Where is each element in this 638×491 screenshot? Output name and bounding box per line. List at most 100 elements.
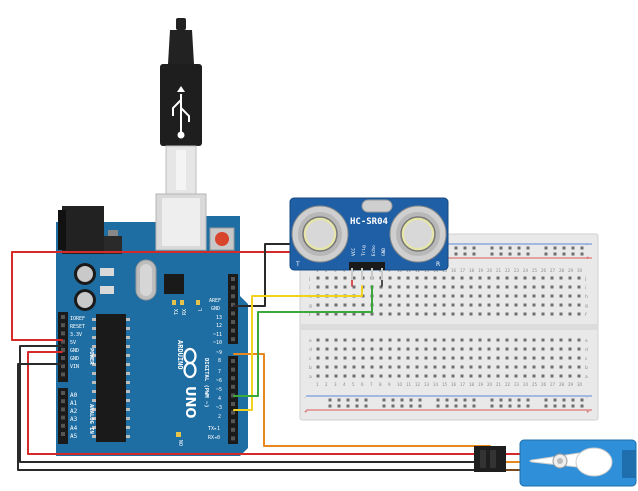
breadboard-hole[interactable] [352, 356, 356, 360]
breadboard-hole[interactable] [496, 294, 500, 298]
breadboard-hole[interactable] [379, 356, 383, 360]
breadboard-hole[interactable] [316, 338, 320, 342]
breadboard-hole[interactable] [388, 356, 392, 360]
breadboard-hole[interactable] [487, 303, 491, 307]
breadboard-hole[interactable] [505, 276, 509, 280]
breadboard-hole[interactable] [316, 356, 320, 360]
breadboard-hole[interactable] [442, 285, 446, 289]
breadboard-hole[interactable] [424, 365, 428, 369]
header-pin[interactable] [61, 399, 65, 404]
header-pin[interactable] [61, 391, 65, 395]
reset-button-cap[interactable] [215, 232, 229, 246]
header-pin[interactable] [231, 367, 235, 372]
breadboard-hole[interactable] [388, 276, 392, 280]
breadboard-hole[interactable] [568, 365, 572, 369]
breadboard-hole[interactable] [316, 365, 320, 369]
breadboard-hole[interactable] [550, 294, 554, 298]
breadboard-hole[interactable] [343, 303, 347, 307]
breadboard-hole[interactable] [433, 338, 437, 342]
breadboard-hole[interactable] [541, 356, 545, 360]
breadboard-hole[interactable] [370, 356, 374, 360]
rail-hole[interactable] [490, 404, 494, 408]
breadboard-hole[interactable] [532, 294, 536, 298]
header-pin[interactable] [61, 347, 65, 352]
rail-hole[interactable] [337, 398, 341, 402]
breadboard-hole[interactable] [379, 294, 383, 298]
breadboard-hole[interactable] [523, 312, 527, 316]
breadboard-hole[interactable] [334, 276, 338, 280]
rail-hole[interactable] [391, 398, 395, 402]
rail-hole[interactable] [463, 404, 467, 408]
breadboard-hole[interactable] [469, 312, 473, 316]
header-pin[interactable] [231, 294, 235, 299]
breadboard-hole[interactable] [433, 303, 437, 307]
breadboard-hole[interactable] [532, 338, 536, 342]
breadboard-hole[interactable] [568, 312, 572, 316]
breadboard-hole[interactable] [514, 294, 518, 298]
breadboard-hole[interactable] [334, 338, 338, 342]
breadboard-hole[interactable] [316, 312, 320, 316]
breadboard-hole[interactable] [388, 338, 392, 342]
breadboard-hole[interactable] [316, 285, 320, 289]
breadboard-hole[interactable] [577, 312, 581, 316]
breadboard-hole[interactable] [550, 338, 554, 342]
breadboard-hole[interactable] [451, 347, 455, 351]
breadboard-hole[interactable] [415, 347, 419, 351]
rail-hole[interactable] [499, 246, 503, 250]
breadboard-hole[interactable] [559, 312, 563, 316]
breadboard-hole[interactable] [325, 356, 329, 360]
breadboard-hole[interactable] [469, 276, 473, 280]
breadboard-hole[interactable] [541, 365, 545, 369]
breadboard-hole[interactable] [514, 374, 518, 378]
rail-hole[interactable] [463, 252, 467, 256]
breadboard-hole[interactable] [388, 285, 392, 289]
breadboard-hole[interactable] [397, 374, 401, 378]
breadboard-hole[interactable] [559, 285, 563, 289]
rail-hole[interactable] [526, 398, 530, 402]
rail-hole[interactable] [562, 246, 566, 250]
breadboard-hole[interactable] [442, 338, 446, 342]
breadboard-hole[interactable] [325, 303, 329, 307]
breadboard-hole[interactable] [424, 285, 428, 289]
breadboard-hole[interactable] [514, 338, 518, 342]
breadboard-hole[interactable] [415, 365, 419, 369]
breadboard-hole[interactable] [577, 294, 581, 298]
breadboard-hole[interactable] [496, 312, 500, 316]
breadboard-hole[interactable] [352, 312, 356, 316]
breadboard-hole[interactable] [478, 312, 482, 316]
rail-hole[interactable] [355, 404, 359, 408]
breadboard-hole[interactable] [487, 374, 491, 378]
breadboard-hole[interactable] [559, 303, 563, 307]
breadboard-hole[interactable] [514, 276, 518, 280]
breadboard-hole[interactable] [496, 338, 500, 342]
rail-hole[interactable] [436, 404, 440, 408]
header-pin[interactable] [231, 402, 235, 406]
breadboard-hole[interactable] [325, 374, 329, 378]
breadboard-hole[interactable] [370, 365, 374, 369]
breadboard-hole[interactable] [451, 356, 455, 360]
rail-hole[interactable] [499, 252, 503, 256]
breadboard-hole[interactable] [325, 312, 329, 316]
breadboard-hole[interactable] [352, 338, 356, 342]
rail-hole[interactable] [409, 404, 413, 408]
breadboard-hole[interactable] [343, 338, 347, 342]
breadboard-hole[interactable] [460, 312, 464, 316]
breadboard-hole[interactable] [541, 285, 545, 289]
breadboard-hole[interactable] [406, 285, 410, 289]
breadboard-hole[interactable] [352, 303, 356, 307]
breadboard-hole[interactable] [433, 276, 437, 280]
breadboard-hole[interactable] [424, 303, 428, 307]
breadboard-hole[interactable] [460, 294, 464, 298]
breadboard-hole[interactable] [406, 356, 410, 360]
header-pin[interactable] [61, 372, 65, 377]
breadboard-hole[interactable] [442, 374, 446, 378]
breadboard-hole[interactable] [424, 356, 428, 360]
breadboard-hole[interactable] [505, 303, 509, 307]
breadboard-hole[interactable] [361, 303, 365, 307]
breadboard-hole[interactable] [406, 312, 410, 316]
breadboard-hole[interactable] [397, 294, 401, 298]
breadboard-hole[interactable] [460, 356, 464, 360]
breadboard-hole[interactable] [352, 285, 356, 289]
header-pin[interactable] [231, 311, 235, 316]
breadboard-hole[interactable] [325, 338, 329, 342]
